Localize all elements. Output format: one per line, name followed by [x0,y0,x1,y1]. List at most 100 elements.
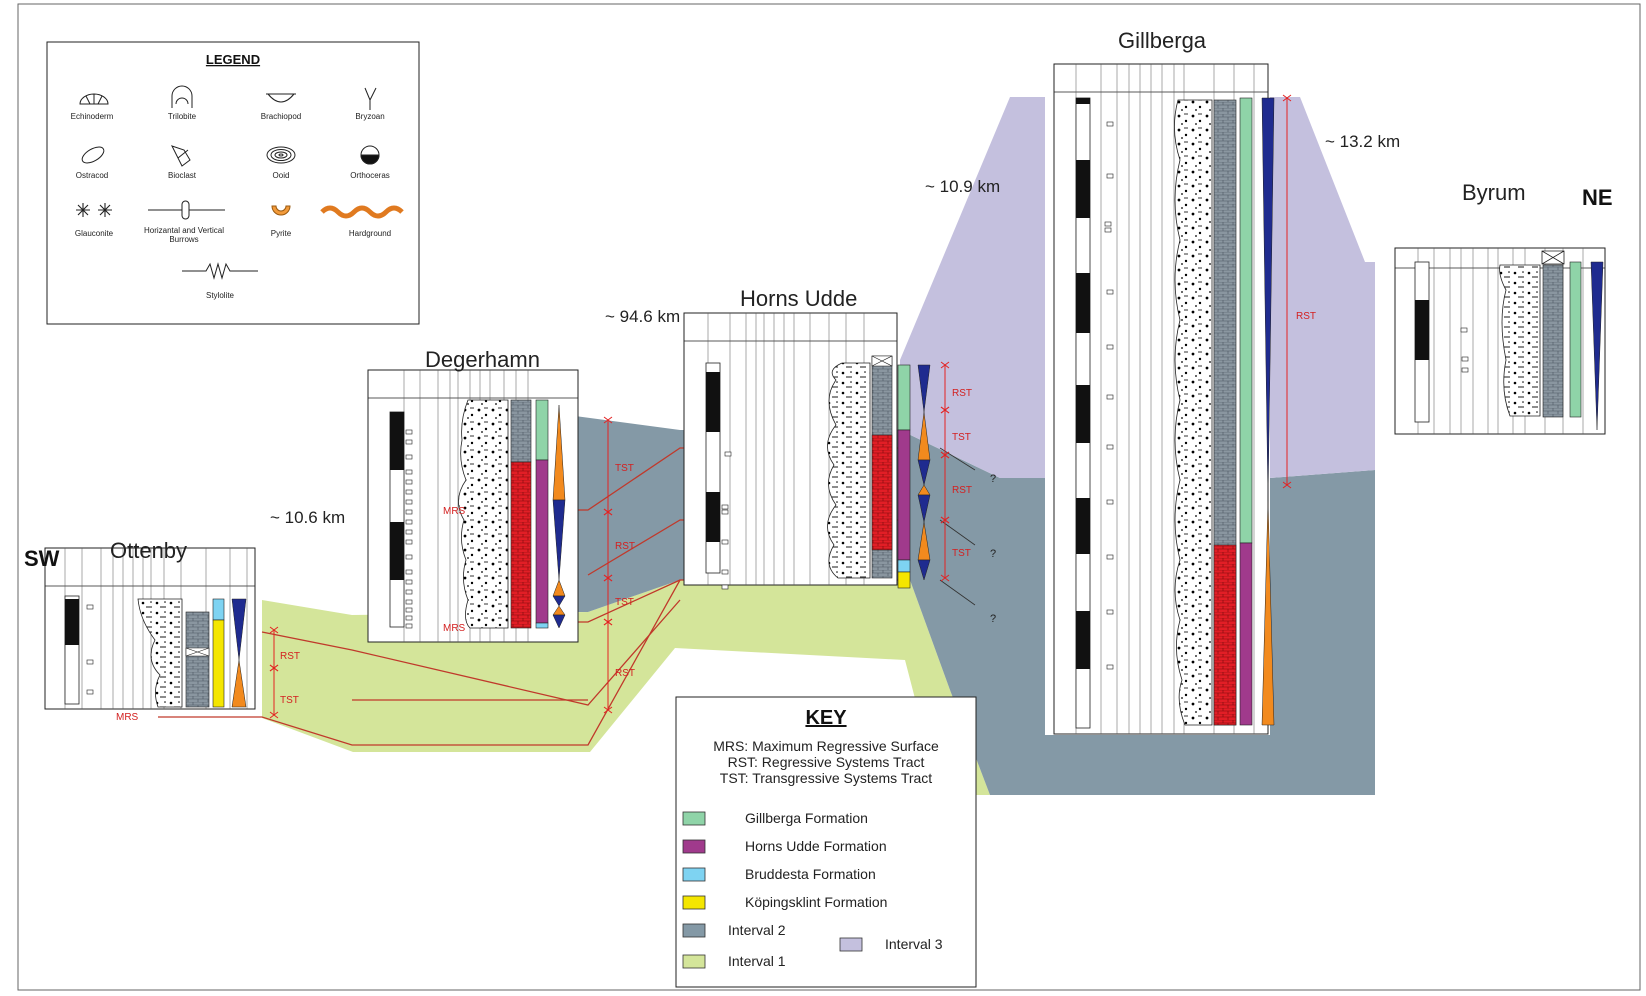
formation-bar [1569,261,1582,418]
lithology-profile [1499,264,1541,417]
label-rst-horns-udde-2: RST [952,485,972,496]
lithology-profile [458,399,509,629]
lithology-profile [137,598,183,708]
tract-marker-end [940,574,950,582]
sample-marker [1106,394,1114,400]
legend-label-bryzoan: Bryzoan [355,112,384,121]
site-title-byrum: Byrum [1462,180,1526,205]
key-swatch-6 [839,937,863,952]
sample-marker [1106,499,1114,505]
legend-label-pyrite: Pyrite [271,229,292,238]
legend-title: LEGEND [206,52,260,67]
formation-bar [535,459,549,624]
lithology-strip [185,611,210,708]
sample-marker [405,454,413,460]
burrows-icon [148,200,225,220]
sample-marker [405,519,413,525]
scale-bar-black [1076,273,1090,333]
sample-marker [1460,327,1468,333]
tract-marker-end [940,451,950,459]
sequence-triangle [552,499,566,581]
key-def-mrs: MRS: Maximum Regressive Surface [713,738,939,754]
ooid-icon [266,146,296,164]
uncertain-lines [939,447,976,606]
sample-marker [405,439,413,445]
lithology-profile [827,362,871,579]
legend-label-ostracod: Ostracod [76,171,108,180]
key-swatch-4 [682,923,706,938]
stylolite-icon [182,262,258,280]
legend-label-brachiopod: Brachiopod [261,112,301,121]
legend-label-bioclast: Bioclast [168,171,197,180]
sequence-triangle [552,614,566,629]
key-title: KEY [805,707,847,729]
scale-bar-black [706,372,720,432]
rst-tst-line-1 [261,599,681,706]
key-swatch-label-4: Interval 2 [728,922,786,938]
frame-border [17,3,1641,991]
scale-bar-black [1076,498,1090,554]
sequence-triangle [1261,97,1275,501]
key-swatch-label-3: Köpingsklint Formation [745,894,887,910]
key-swatch-3 [682,895,706,910]
tract-marker-end [940,516,950,524]
formation-bar [535,622,549,629]
tract-marker-end [1282,94,1292,102]
legend-box: LEGEND [46,41,420,325]
orthoceras-icon [360,145,380,165]
formation-bar [1239,97,1253,544]
bioclast-icon [171,145,191,167]
pyrite-icon [271,205,291,216]
direction-sw: SW [24,546,60,571]
sample-marker [86,659,94,665]
sequence-triangle [231,598,247,661]
formation-bar [897,429,911,561]
sequence-triangle [917,364,931,413]
sample-marker [1106,554,1114,560]
label-mrs-ottenby: MRS [116,712,139,723]
sample-marker [405,479,413,485]
unknown-marker-2: ? [990,548,996,560]
tract-marker-end [603,706,613,714]
interval-3-band-right [1270,97,1375,478]
sample-marker [86,689,94,695]
key-swatch-0 [682,811,706,826]
lithology-profile [1174,99,1213,726]
lithology-strip [510,399,532,463]
sample-marker [405,469,413,475]
label-rst-ottenby: RST [280,651,300,662]
glauconite-icon [76,203,112,217]
key-swatch-label-2: Bruddesta Formation [745,866,876,882]
key-swatch-label-6: Interval 3 [885,936,943,952]
scale-bar-black [706,492,720,542]
hardground-icon [320,205,404,219]
formation-bar [212,598,225,621]
sample-marker [721,539,729,545]
column-horns_udde [683,312,931,590]
legend-label-stylolite: Stylolite [206,291,235,300]
sequence-triangle [1261,499,1275,726]
sequence-triangle [917,459,931,486]
sample-marker [405,554,413,560]
sample-marker [1106,664,1114,670]
formation-bar [897,364,911,431]
tract-marker-end [603,574,613,582]
sequence-triangle [552,595,566,607]
label-rst-horns-udde: RST [952,388,972,399]
legend-label-burrows-wrap: Horizantal and Vertical Burrows [144,226,224,244]
sample-marker [1461,356,1469,362]
sample-marker [1106,173,1114,179]
sample-marker [1104,221,1112,227]
distance-gillberga-byrum: ~ 13.2 km [1325,132,1400,151]
scale-bar-black [1076,385,1090,443]
unknown-marker-1: ? [990,473,996,485]
tract-marker-end [269,711,279,719]
scale-bar-black [390,522,404,580]
site-title-degerhamn: Degerhamn [425,347,540,372]
byrum-hardground-icon [1541,250,1565,265]
echinoderm-icon [79,93,109,105]
tract-marker-end [269,626,279,634]
lithology-strip [1542,264,1564,418]
